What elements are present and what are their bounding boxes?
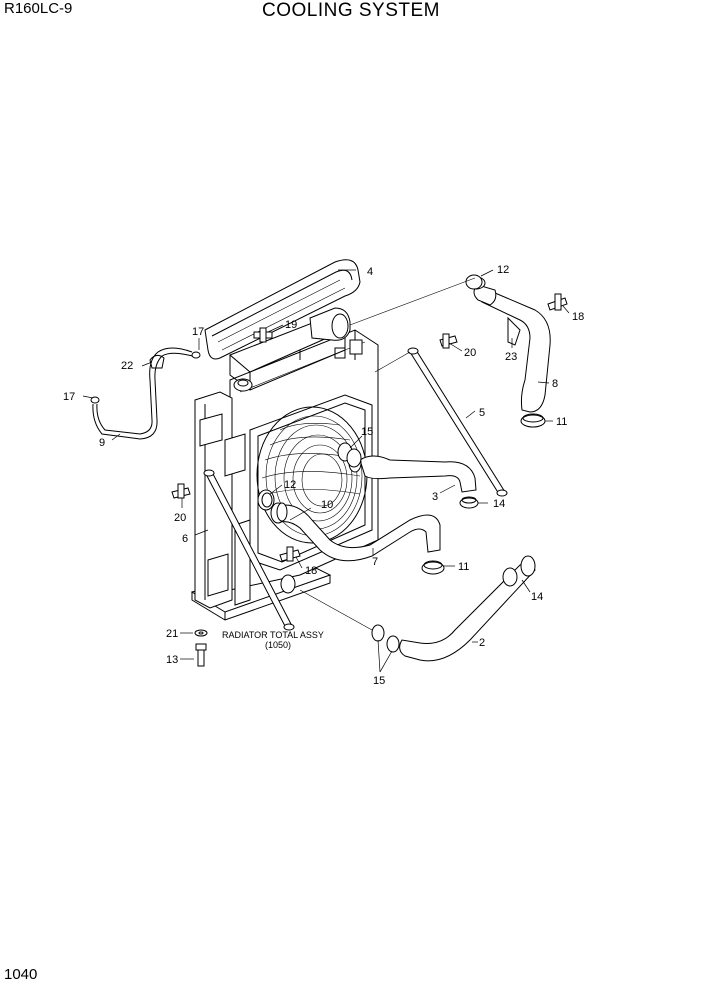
callout-11: 11 [556, 416, 567, 428]
callout-3: 3 [432, 491, 438, 503]
part-12-clamp-mid [257, 489, 275, 511]
callout-17: 17 [192, 326, 204, 338]
leader-lines [82, 269, 570, 673]
callout-15: 15 [361, 426, 373, 438]
callout-21: 21 [166, 628, 178, 640]
part-21-washer [194, 629, 208, 637]
fan-shroud [249, 394, 373, 571]
callout-18: 18 [572, 311, 584, 323]
lower-outlet-pipe [280, 574, 296, 594]
callout-14: 14 [493, 498, 505, 510]
callout-4: 4 [367, 266, 373, 278]
callout-12: 12 [497, 264, 509, 276]
part-20-bolt-left [171, 483, 191, 499]
callout-labels: 4 12 18 17 19 20 22 23 8 17 5 11 9 15 12… [63, 264, 584, 687]
callout-19: 19 [285, 319, 297, 331]
radiator-side-frame [194, 391, 251, 609]
callout-2: 2 [479, 637, 485, 649]
part-18-bolt-upper [547, 293, 568, 311]
callout-11b: 11 [458, 561, 469, 573]
part-11-clamp-lower [421, 560, 445, 575]
part-18-bolt-lower [279, 546, 301, 562]
callout-13: 13 [166, 654, 178, 666]
part-4-cover [204, 259, 361, 360]
callout-20: 20 [464, 347, 476, 359]
part-19-bolt [253, 327, 273, 343]
callout-12b: 12 [284, 479, 296, 491]
callout-7: 7 [372, 556, 378, 568]
assembly-note: RADIATOR TOTAL ASSY (1050) [222, 630, 324, 650]
part-6-rod [203, 469, 295, 631]
part-22-clip [149, 354, 165, 369]
callout-14b: 14 [531, 591, 543, 603]
upper-outlet-pipe [309, 307, 351, 341]
callout-9: 9 [99, 437, 105, 449]
callout-10: 10 [321, 499, 333, 511]
callout-6: 6 [182, 533, 188, 545]
part-15-clamp-upper [337, 442, 362, 468]
part-5-rod [407, 347, 508, 497]
part-8-hose [466, 276, 551, 413]
callout-15b: 15 [373, 675, 385, 687]
part-13-bolt [195, 643, 207, 667]
assembly-ref: (1050) [265, 640, 291, 650]
callout-17b: 17 [63, 391, 75, 403]
part-15-clamp-lower [371, 624, 400, 653]
part-14-clamp-mid [459, 496, 479, 509]
part-20-bolt-upper [439, 333, 458, 349]
page-title: COOLING SYSTEM [261, 0, 441, 21]
part-7-hose [270, 502, 441, 562]
part-11-clamp-upper [520, 413, 546, 428]
model-code: R160LC-9 [4, 0, 73, 17]
callout-8: 8 [552, 378, 558, 390]
callout-18b: 18 [305, 565, 317, 577]
assembly-label: RADIATOR TOTAL ASSY [222, 630, 324, 640]
callout-22: 22 [121, 360, 133, 372]
callout-20b: 20 [174, 512, 186, 524]
callout-5: 5 [479, 407, 485, 419]
part-2-hose [399, 555, 536, 662]
part-9-hose [90, 347, 201, 440]
part-12-clamp-upper [465, 274, 483, 290]
page-number: 1040 [4, 966, 38, 983]
callout-23: 23 [505, 351, 517, 363]
